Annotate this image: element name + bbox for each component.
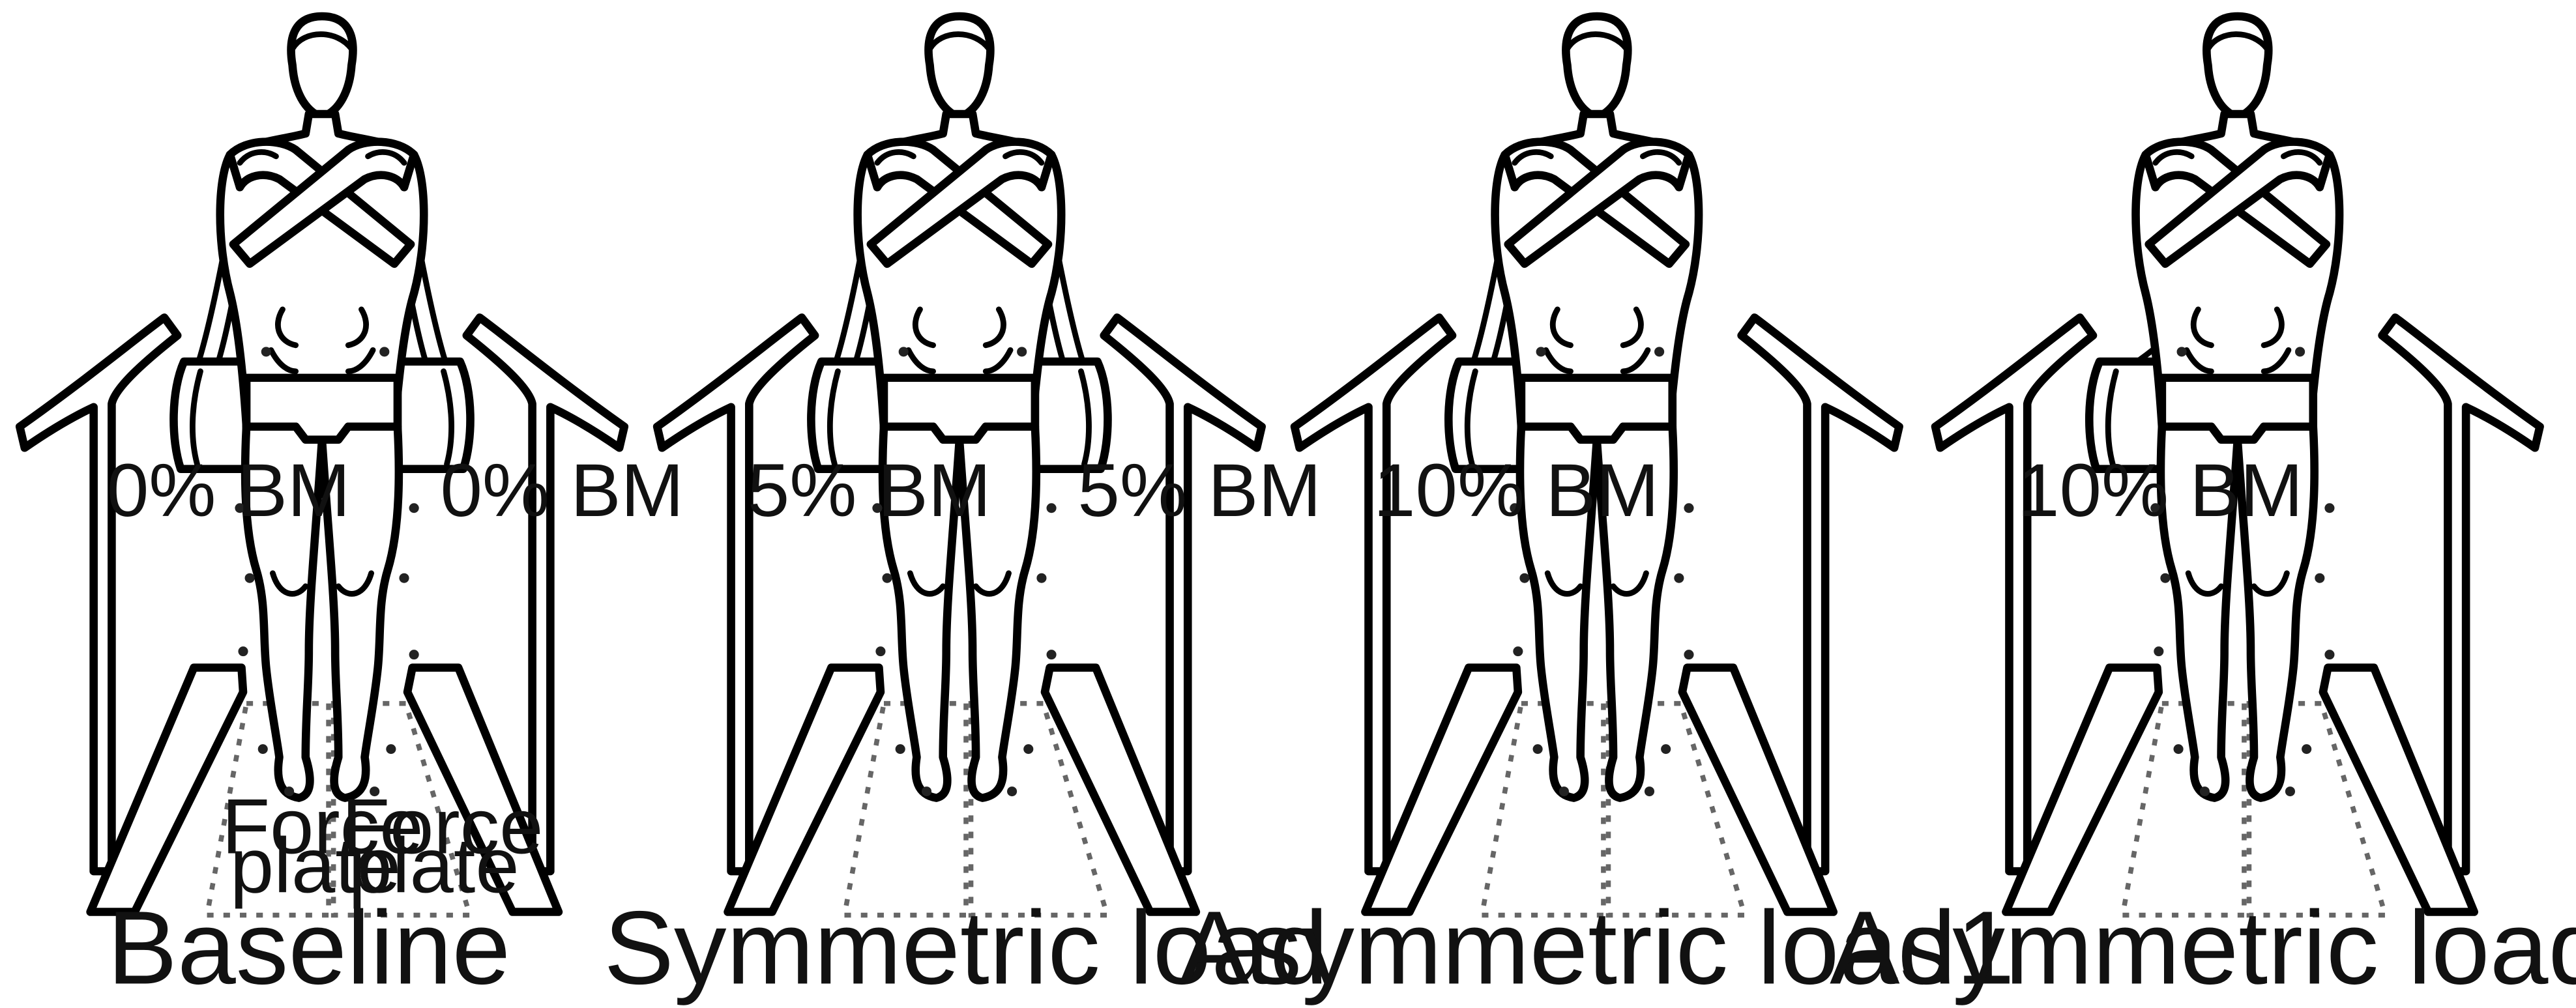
right-load-label: 0% BM (440, 449, 684, 532)
right-load-label: 5% BM (1077, 449, 1321, 532)
panel-title: Symmetric load (604, 890, 1328, 1006)
force-plate-label-left-line1: Force (222, 783, 423, 870)
panel-asymmetric-load1: 10% BM Asymmetric load1 (1179, 16, 2015, 1006)
left-load-label: 10% BM (1373, 449, 1659, 532)
force-plate-label-right-line2: plate (348, 822, 519, 909)
left-load-label: 5% BM (748, 449, 991, 532)
person-figure (1495, 16, 1699, 798)
person-figure (220, 16, 424, 798)
panel-baseline: 0% BM 0% BM Force plate Force plate Base… (20, 16, 684, 1006)
force-plate-label-right-line1: Force (342, 783, 543, 870)
left-load-label: 0% BM (107, 449, 351, 532)
panel-symmetric-load: 5% BM 5% BM Symmetric load (604, 16, 1328, 1006)
person-figure (2136, 16, 2340, 798)
force-plate-label-left-line2: plate (230, 822, 401, 909)
panel-title: Asymmetric load1 (1179, 890, 2015, 1006)
left-load-label: 10% BM (2017, 449, 2303, 532)
panel-title: Asymmetric load2 (1830, 890, 2576, 1006)
panel-asymmetric-load2: 10% BM Asymmetric load2 (1830, 16, 2576, 1006)
person-figure (858, 16, 1062, 798)
panel-title: Baseline (107, 890, 510, 1006)
